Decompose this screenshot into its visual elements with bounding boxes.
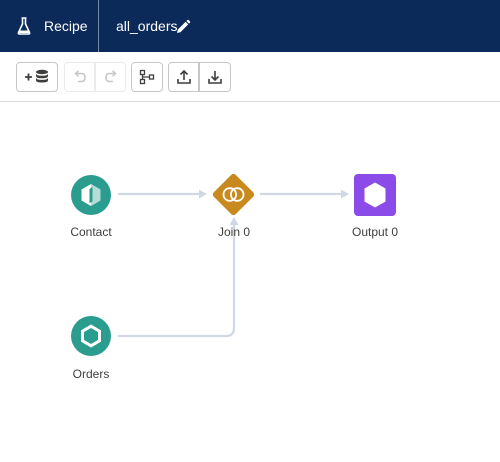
- upload-button[interactable]: [168, 62, 199, 92]
- recipe-name: all_orders: [116, 18, 178, 34]
- node-output[interactable]: [354, 174, 396, 216]
- download-icon: [208, 71, 222, 84]
- node-label-join: Join 0: [217, 225, 251, 239]
- join-node-icon: [212, 173, 255, 216]
- connector-contact-join[interactable]: [118, 189, 207, 199]
- edit-name-button[interactable]: [175, 19, 191, 35]
- app-header: Recipe all_orders: [0, 0, 500, 52]
- flask-icon: [17, 17, 31, 35]
- undo-icon: [73, 70, 86, 83]
- recipe-brand: Recipe: [0, 0, 99, 52]
- hierarchy-icon: [139, 69, 155, 85]
- pencil-icon: [177, 19, 191, 33]
- output-node-icon: [354, 174, 396, 216]
- upload-icon: [176, 69, 191, 84]
- connector-layer: [118, 189, 349, 338]
- recipe-canvas[interactable]: Contact Orders Join 0 Outp: [0, 102, 500, 462]
- node-label-contact: Contact: [70, 225, 112, 239]
- organize-layout-button[interactable]: [131, 62, 163, 92]
- add-database-icon: [25, 69, 48, 83]
- input-node-icon: [71, 316, 111, 356]
- node-label-orders: Orders: [72, 367, 110, 381]
- node-contact[interactable]: [70, 174, 112, 216]
- download-button[interactable]: [199, 62, 231, 92]
- redo-icon: [104, 70, 117, 83]
- node-orders[interactable]: [70, 315, 112, 357]
- connector-join-output[interactable]: [260, 189, 349, 199]
- redo-button[interactable]: [95, 62, 126, 92]
- node-label-output: Output 0: [351, 225, 399, 239]
- node-join[interactable]: [210, 171, 257, 218]
- input-node-icon: [71, 175, 111, 215]
- connector-orders-join[interactable]: [118, 217, 239, 338]
- add-data-button[interactable]: [16, 62, 58, 92]
- undo-button[interactable]: [64, 62, 95, 92]
- app-label: Recipe: [44, 18, 88, 34]
- toolbar: [0, 52, 500, 102]
